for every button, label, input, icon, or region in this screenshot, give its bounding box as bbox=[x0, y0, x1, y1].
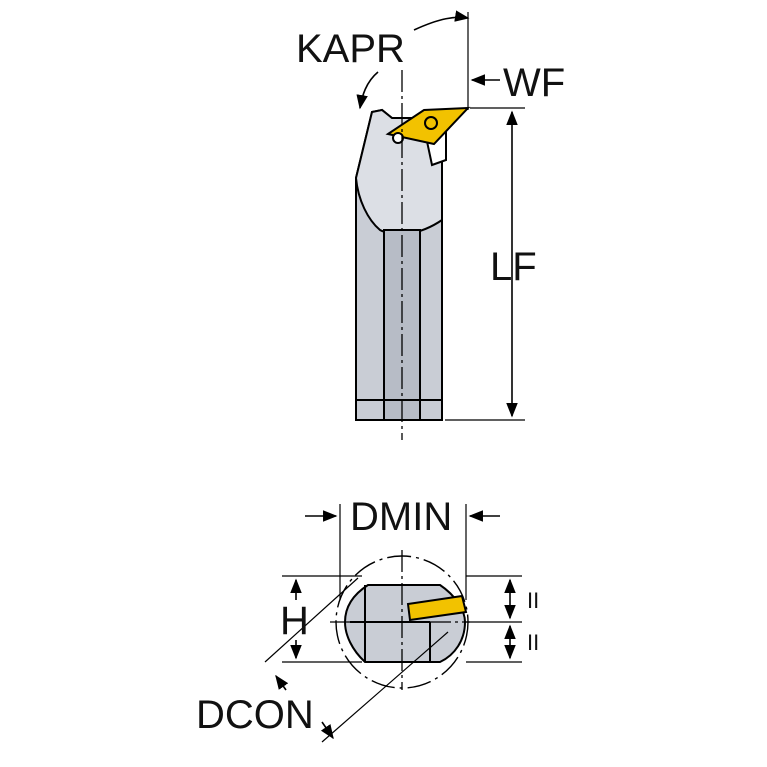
label-flat-mark-top: II bbox=[527, 588, 539, 613]
coolant-hole-icon bbox=[392, 132, 404, 144]
label-wf: WF bbox=[503, 61, 565, 105]
label-dcon: DCON bbox=[196, 693, 314, 737]
label-h: H bbox=[280, 599, 309, 643]
label-flat-mark-bottom: II bbox=[527, 630, 539, 655]
bar-flat bbox=[383, 229, 421, 421]
label-lf: LF bbox=[490, 245, 537, 289]
bar-section bbox=[343, 584, 467, 663]
insert-screw-icon bbox=[424, 116, 438, 130]
end-insert bbox=[406, 594, 468, 622]
side-view: KAPR WF LF bbox=[296, 10, 565, 440]
end-view: DMIN H DCON II II bbox=[196, 495, 539, 743]
label-kapr: KAPR bbox=[296, 27, 405, 71]
label-dmin: DMIN bbox=[350, 495, 452, 539]
